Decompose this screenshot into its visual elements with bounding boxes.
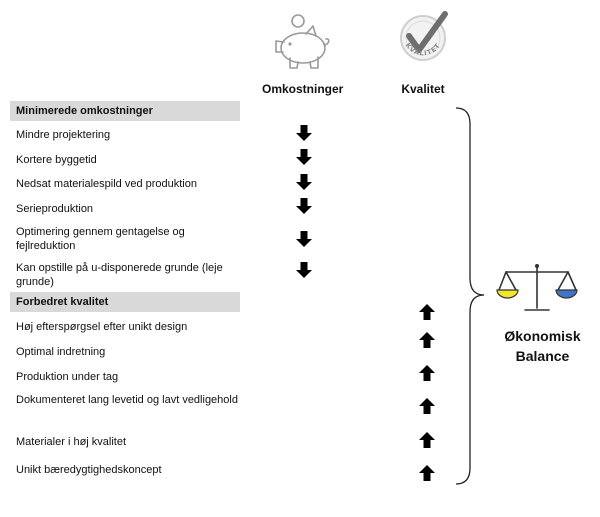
list-item: Optimering gennem gentagelse og fejlredu… — [16, 226, 185, 252]
balance-label: Økonomisk Balance — [495, 326, 590, 366]
balance-label-line1: Økonomisk — [504, 328, 581, 344]
arrow-down-icon — [295, 197, 313, 215]
balance-label-line2: Balance — [515, 348, 570, 364]
arrow-down-icon — [295, 261, 313, 279]
list-item: Kortere byggetid — [16, 154, 97, 166]
list-item: Optimal indretning — [16, 346, 106, 358]
grouping-brace — [452, 106, 488, 488]
arrow-up-icon — [418, 464, 436, 482]
list-item: Serieproduktion — [16, 203, 94, 215]
list-item: Materialer i høj kvalitet — [16, 436, 127, 448]
arrow-down-icon — [295, 124, 313, 142]
arrow-up-icon — [418, 431, 436, 449]
list-item: Unikt bæredygtighedskoncept — [16, 464, 162, 476]
quality-seal-icon: KVALITET — [395, 8, 451, 72]
arrow-up-icon — [418, 397, 436, 415]
section-title-cost: Minimerede omkostninger — [10, 101, 240, 121]
list-item: Dokumenteret lang levetid og lavt vedlig… — [16, 394, 238, 406]
list-item: Mindre projektering — [16, 129, 111, 141]
arrow-up-icon — [418, 303, 436, 321]
arrow-up-icon — [418, 331, 436, 349]
cost-column-label: Omkostninger — [262, 82, 344, 96]
list-item: Produktion under tag — [16, 371, 119, 383]
arrow-up-icon — [418, 364, 436, 382]
list-item: Nedsat materialespild ved produktion — [16, 178, 197, 190]
arrow-down-icon — [295, 230, 313, 248]
section-title-quality: Forbedret kvalitet — [10, 292, 240, 312]
list-item: Kan opstille på u-disponerede grunde (le… — [16, 262, 223, 288]
arrow-down-icon — [295, 148, 313, 166]
arrow-down-icon — [295, 173, 313, 191]
piggy-bank-icon — [270, 12, 334, 72]
scales-icon — [496, 262, 578, 314]
quality-column-label: Kvalitet — [401, 82, 445, 96]
list-item: Høj efterspørgsel efter unikt design — [16, 321, 188, 333]
